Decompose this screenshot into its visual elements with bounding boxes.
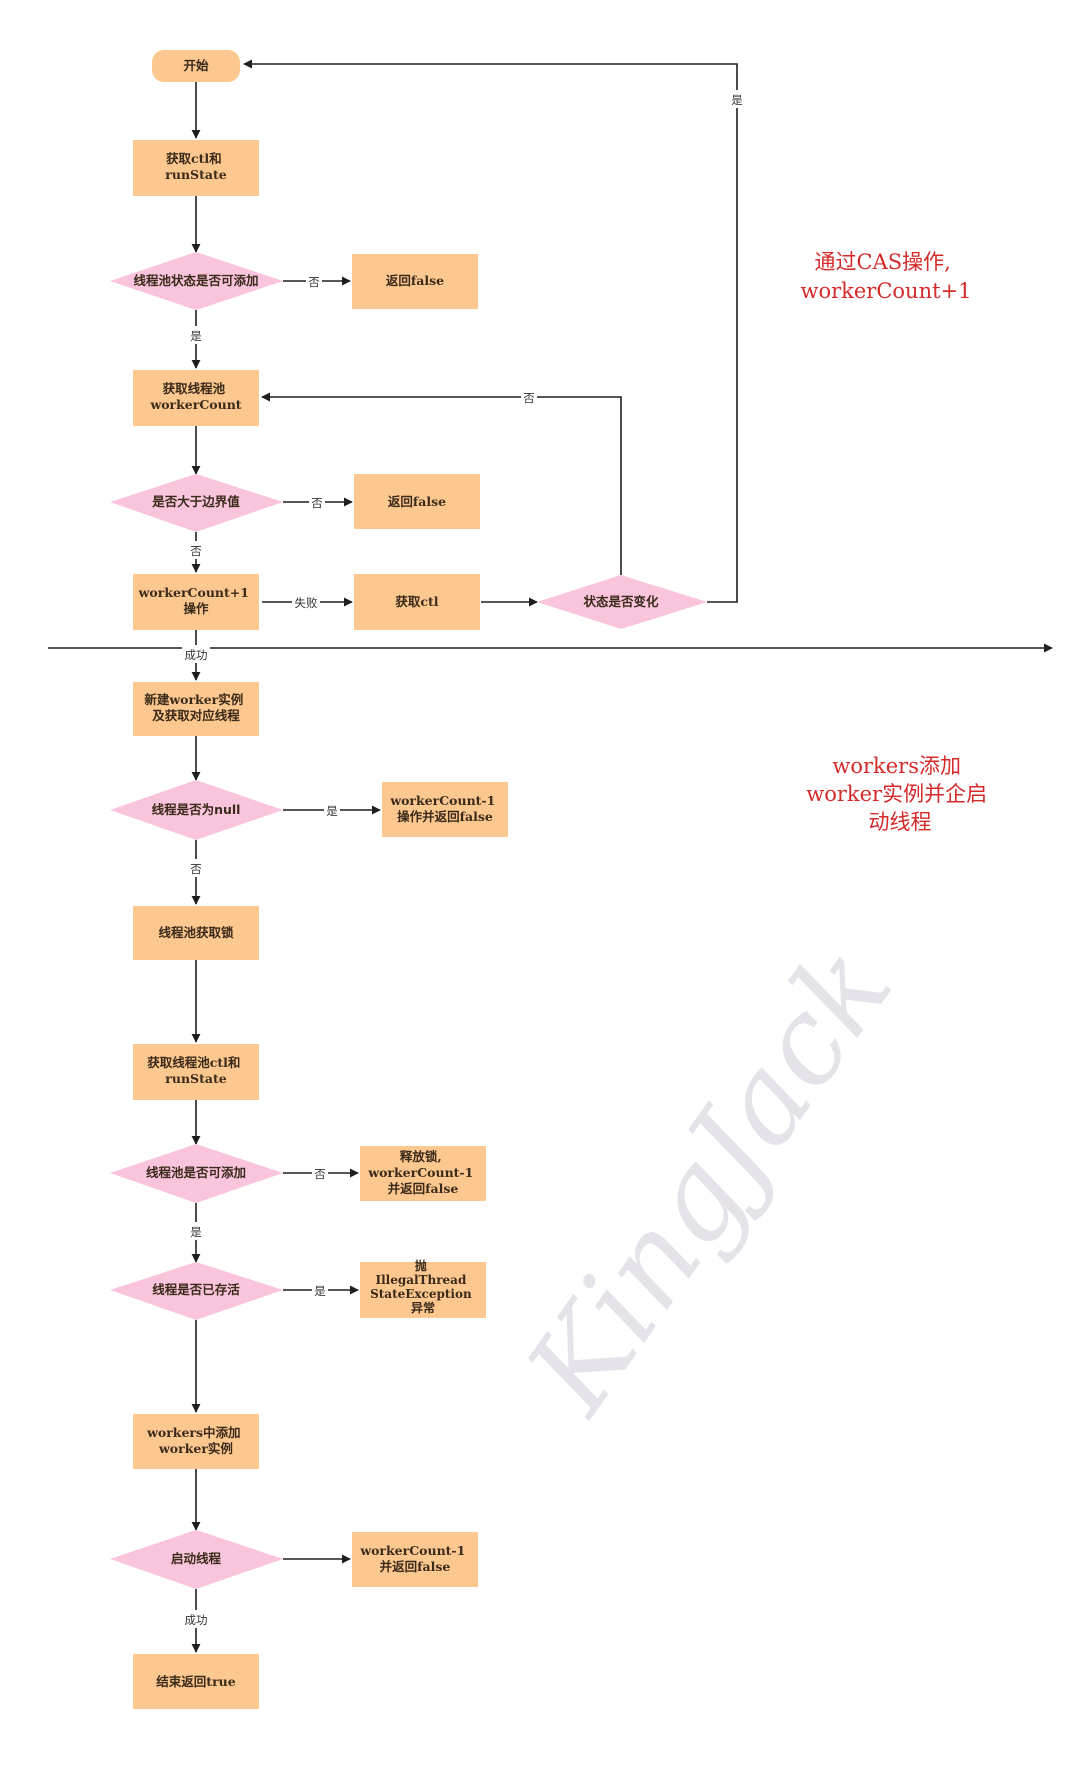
state-changed-label: 状态是否变化: [583, 594, 659, 609]
edge-label-bound-no-down: 否: [190, 544, 202, 558]
edge-label-alive-yes: 是: [314, 1284, 326, 1298]
edge-label-state-no: 否: [523, 391, 535, 405]
pool-can-add-label: 线程池是否可添加: [146, 1165, 246, 1180]
watermark: KingJack: [499, 921, 919, 1438]
get-ctl-label: 获取ctl: [395, 594, 438, 609]
edge-state-yes-loop: [243, 59, 738, 603]
get-ctl-box: [354, 574, 480, 630]
edge-label-can-add-no: 否: [308, 275, 320, 289]
acquire-lock-box: [133, 906, 259, 960]
return-false-label-2: 返回false: [388, 494, 446, 509]
return-false-box-1: [352, 254, 478, 309]
add-worker-box: [133, 1414, 259, 1469]
thread-null-diamond: [110, 780, 283, 840]
edge-label-null-no: 否: [190, 862, 202, 876]
exceed-bound-diamond: [110, 474, 283, 532]
get-pool-ctl-box: [133, 1044, 259, 1100]
start-thread-label: 启动线程: [171, 1551, 222, 1566]
end-true-box: [133, 1654, 259, 1709]
start-thread-diamond: [110, 1530, 283, 1589]
release-lock-box: [360, 1146, 486, 1201]
dec-return-false-label: workerCount-1 操作并返回false: [389, 793, 499, 824]
get-worker-count-label: 获取线程池 workerCount: [149, 381, 241, 412]
edge-label-state-yes: 是: [731, 93, 743, 107]
edge-label-bound-no: 否: [311, 496, 323, 510]
dec-return-false-box-2: [352, 1532, 478, 1587]
start-label: 开始: [183, 58, 209, 73]
edge-label-canadd-no: 否: [314, 1167, 326, 1181]
return-false-box-2: [354, 474, 480, 529]
thread-null-label: 线程是否为null: [152, 802, 241, 817]
thread-alive-label: 线程是否已存活: [152, 1282, 240, 1297]
edge-label-null-yes: 是: [326, 804, 338, 818]
thread-alive-diamond: [110, 1262, 283, 1320]
get-worker-count-box: [133, 370, 259, 426]
throw-exception-box: [360, 1262, 486, 1318]
add-worker-label: workers中添加 worker实例: [146, 1425, 245, 1456]
new-worker-label: 新建worker实例 及获取对应线程: [144, 692, 247, 723]
get-ctl-runstate-label: 获取ctl和 runState: [165, 151, 226, 182]
edge-state-no-loop: [261, 392, 622, 575]
return-false-label-1: 返回false: [386, 273, 444, 288]
acquire-lock-label: 线程池获取锁: [158, 925, 234, 940]
edge-labels: 否 是 否 否 失败 否 是 成功 是 否 否 是 是 成功: [182, 90, 745, 1628]
can-add-check-diamond: [110, 252, 283, 310]
edge-label-start-success: 成功: [185, 1613, 208, 1627]
pool-can-add-diamond: [110, 1144, 283, 1203]
edge-label-canadd-yes: 是: [190, 1225, 202, 1239]
dec-return-false-box: [382, 782, 508, 837]
get-ctl-runstate-box: [133, 140, 259, 196]
edge-label-inc-fail: 失败: [295, 596, 318, 610]
end-true-label: 结束返回true: [156, 1674, 235, 1689]
cas-note: 通过CAS操作, workerCount+1: [800, 250, 971, 303]
edge-label-inc-success: 成功: [185, 648, 208, 662]
nodes: 开始 获取ctl和 runState 线程池状态是否可添加 返回false 获取…: [110, 50, 707, 1709]
workers-note: workers添加 worker实例并企启 动线程: [806, 754, 994, 834]
worker-count-inc-label: workerCount+1 操作: [138, 585, 254, 616]
worker-count-inc-box: [133, 574, 259, 630]
throw-exception-label: 抛 IllegalThread StateException 异常: [370, 1258, 476, 1315]
get-pool-ctl-label: 获取线程池ctl和 runState: [147, 1055, 245, 1086]
edge-label-can-add-yes: 是: [190, 329, 202, 343]
dec-return-false-label-2: workerCount-1 并返回false: [359, 1543, 469, 1574]
new-worker-box: [133, 682, 259, 736]
exceed-bound-label: 是否大于边界值: [151, 494, 240, 509]
release-lock-label: 释放锁, workerCount-1 并返回false: [367, 1149, 477, 1196]
can-add-check-label: 线程池状态是否可添加: [133, 273, 258, 288]
start-node: [152, 50, 240, 82]
state-changed-diamond: [537, 575, 707, 629]
